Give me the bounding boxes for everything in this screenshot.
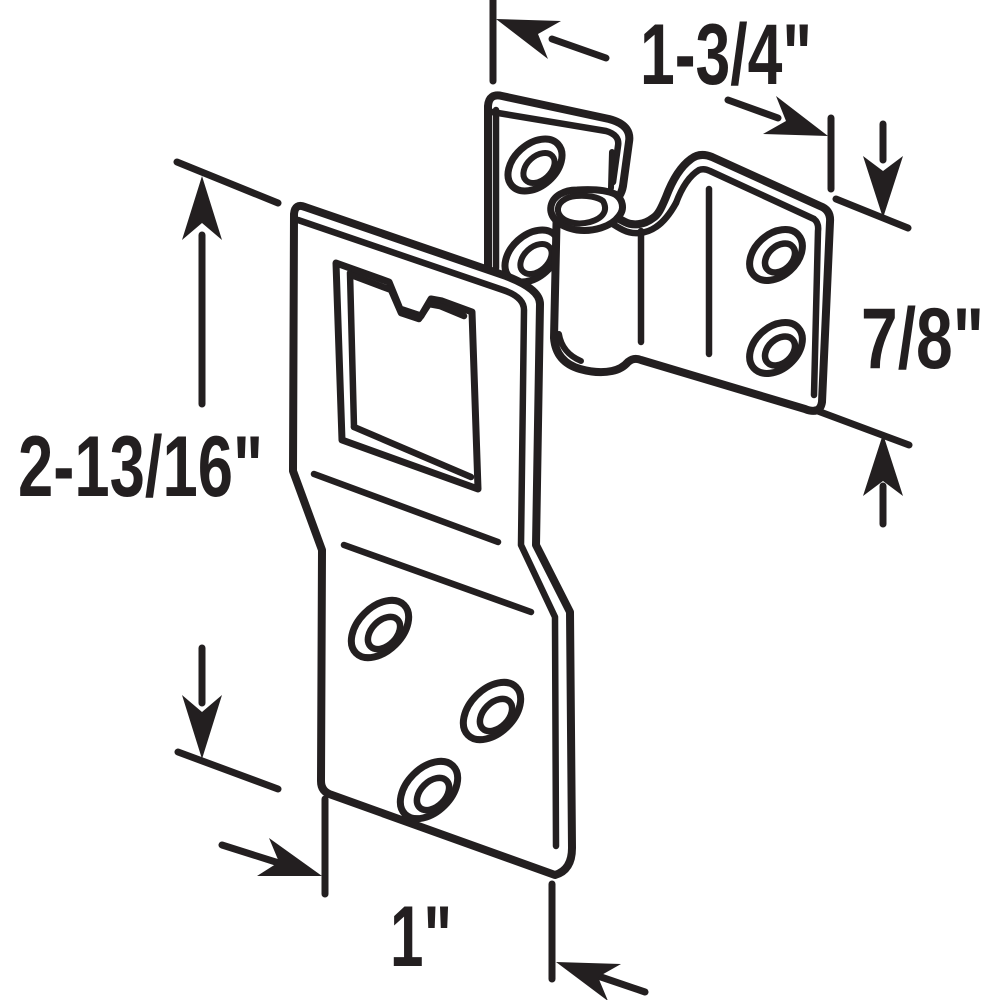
dimension-line	[548, 35, 610, 62]
main-plate-outline	[289, 201, 576, 879]
curl-inner-line	[554, 192, 609, 227]
arrowhead-upper-left	[496, 19, 561, 59]
main-plate-thickness-line	[294, 216, 560, 850]
window-thickness-bottom	[350, 423, 475, 481]
dimension-left-height: 2-13/16"	[18, 158, 282, 793]
dimension-line	[594, 972, 649, 996]
arrowhead-right	[257, 838, 322, 876]
arrowhead-lower-right	[763, 96, 828, 136]
extension-line	[174, 748, 282, 793]
dimension-right-height: 7/8"	[811, 120, 984, 528]
arrowhead-up	[182, 176, 222, 240]
clip-flange	[550, 150, 835, 415]
extension-line	[811, 406, 913, 449]
dimension-bottom-width: 1"	[218, 795, 649, 1000]
dimension-label-right-height: 7/8"	[861, 291, 984, 387]
arrowhead-left	[556, 962, 621, 1000]
dimension-label-left-height: 2-13/16"	[18, 419, 263, 515]
screw-hole	[347, 596, 413, 662]
bend-line	[310, 470, 502, 546]
bend-line	[340, 541, 535, 616]
curl-strip-line	[608, 149, 615, 191]
back-flange-face	[488, 95, 630, 272]
arrowhead-down	[182, 695, 222, 759]
arrowhead-up	[863, 434, 903, 496]
dimension-line	[724, 96, 782, 122]
dimension-top-width: 1-3/4"	[489, 0, 835, 193]
main-plate	[289, 201, 576, 879]
clip-outline	[550, 150, 835, 415]
clip-thickness-line	[672, 165, 822, 399]
extension-line	[832, 195, 912, 232]
screw-hole	[396, 757, 462, 823]
back-flange-thickness-line	[488, 108, 622, 186]
screw-hole	[746, 319, 806, 377]
window-thickness-left	[346, 269, 358, 431]
dimension-line	[218, 841, 286, 868]
screw-hole	[504, 135, 566, 195]
arrowhead-down	[863, 156, 903, 218]
hinge-curl	[547, 186, 626, 234]
extension-line	[173, 158, 282, 207]
dimension-label-bottom-width: 1"	[390, 889, 452, 985]
barrel-rolled-edge	[556, 331, 584, 364]
window-notched-far-edge	[347, 271, 468, 323]
screw-hole	[746, 226, 806, 284]
dimension-label-top-width: 1-3/4"	[640, 7, 812, 103]
screw-hole	[459, 678, 525, 744]
